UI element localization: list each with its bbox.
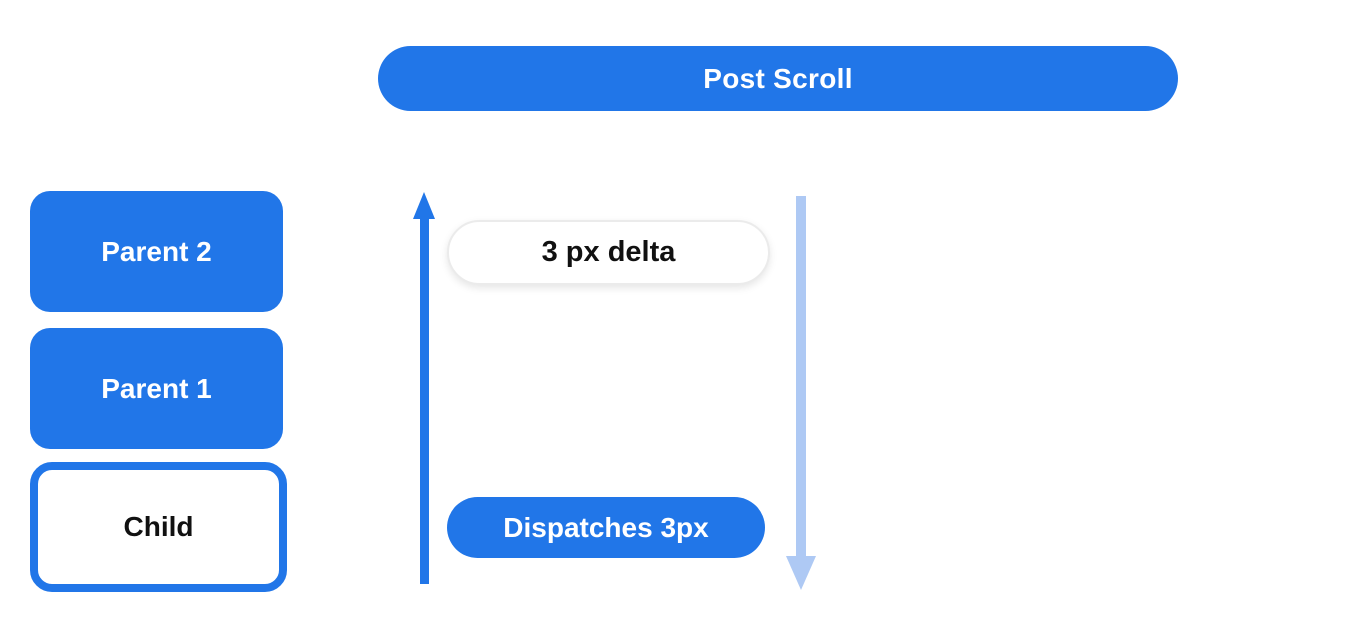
dispatches-pill: Dispatches 3px: [447, 497, 765, 558]
dispatches-label: Dispatches 3px: [503, 511, 709, 543]
child-box: Child: [30, 462, 287, 592]
child-label: Child: [123, 511, 194, 542]
delta-label: 3 px delta: [541, 236, 676, 268]
down-arrow-head: [786, 556, 816, 590]
up-arrow-shaft: [419, 216, 429, 584]
up-arrow-head: [413, 192, 435, 219]
post-scroll-banner: Post Scroll: [378, 46, 1178, 111]
down-arrow-shaft: [796, 196, 806, 557]
parent-2-label: Parent 2: [101, 235, 212, 267]
delta-pill: 3 px delta: [447, 220, 770, 285]
parent-2-box: Parent 2: [30, 191, 283, 312]
post-scroll-banner-label: Post Scroll: [703, 62, 853, 94]
down-arrow-icon: [786, 196, 816, 590]
up-arrow-icon: [413, 192, 435, 584]
parent-1-label: Parent 1: [101, 372, 212, 404]
parent-1-box: Parent 1: [30, 328, 283, 449]
